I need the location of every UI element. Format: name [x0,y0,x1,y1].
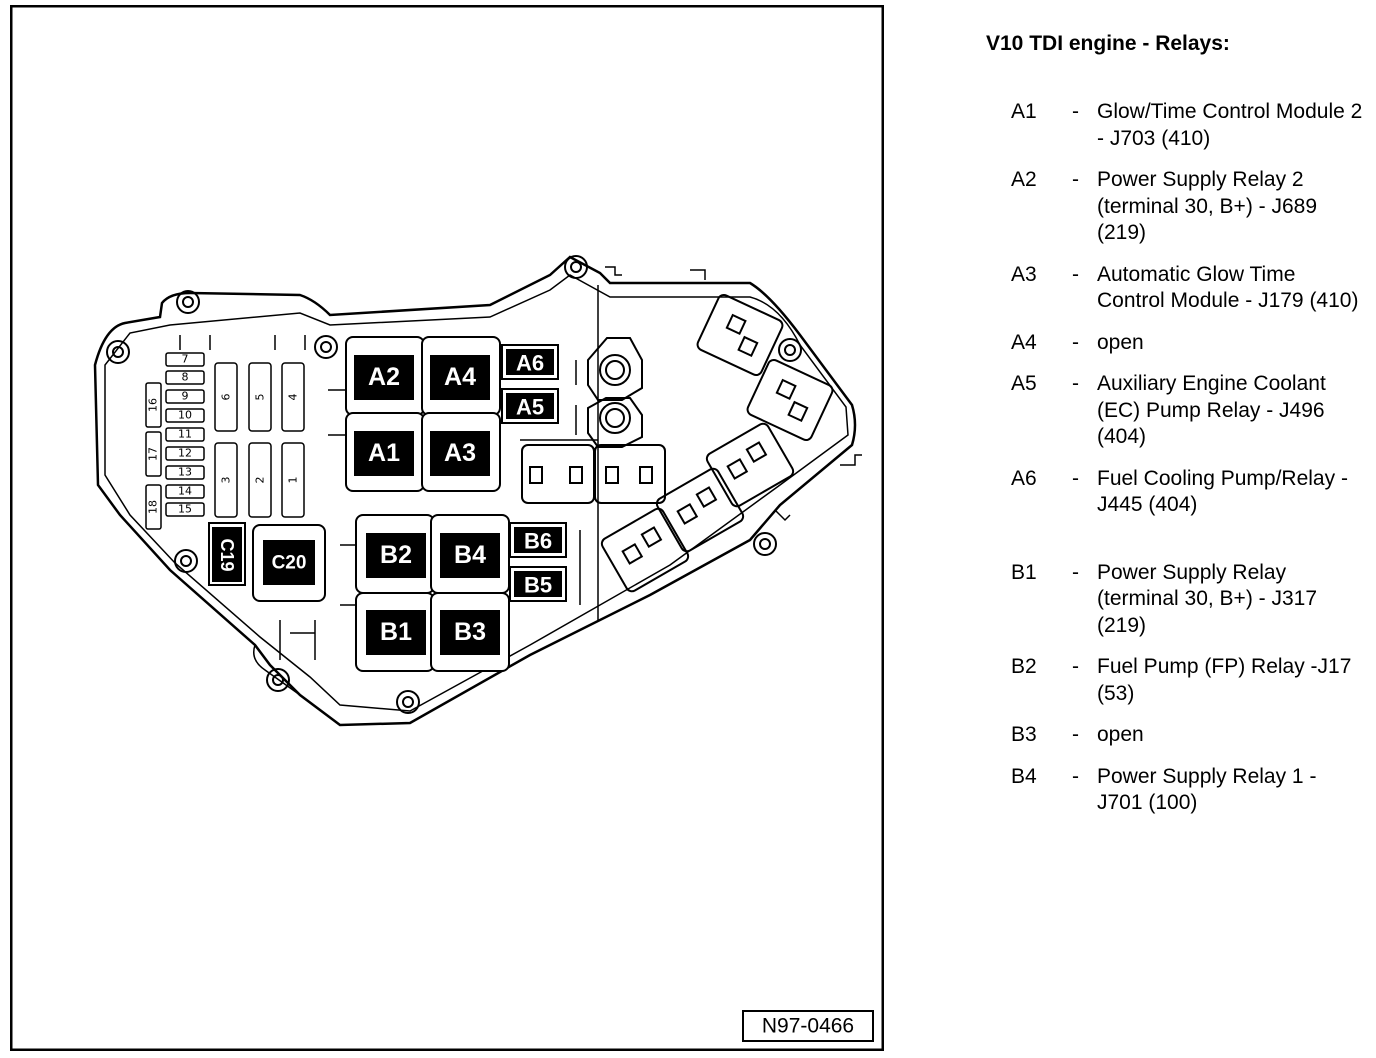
relay-b6-label: B6 [524,529,552,554]
relay-a2-label: A2 [368,363,400,391]
figure-number-box [742,1010,874,1042]
legend-dash: - [1072,168,1079,191]
legend-code: A2 [1011,168,1037,191]
legend-entry-a6: A6 - Fuel Cooling Pump/Relay - J445 (404… [986,466,1366,519]
legend-dash: - [1072,100,1079,123]
legend-entry-a2: A2 - Power Supply Relay 2 (terminal 30, … [986,167,1366,247]
legend-entry-b2: B2 - Fuel Pump (FP) Relay -J17 (53) [986,654,1366,707]
legend-code: A6 [1011,466,1037,490]
small-fuse-column [165,352,205,517]
relay-c20-label: C20 [272,553,307,574]
relay-a1-label: A1 [368,439,400,467]
legend-entry-a5: A5 - Auxiliary Engine Coolant (EC) Pump … [986,371,1366,451]
relay-a6-label: A6 [516,351,544,376]
fuse-18-label: 18 [147,500,160,514]
relay-label-boxes [212,355,500,655]
legend-description: Power Supply Relay 2 (terminal 30, B+) -… [1097,168,1318,244]
legend-code: B1 [1011,560,1037,584]
legend-description: Power Supply Relay 1 - J701 (100) [1097,764,1317,815]
legend-code: A3 [1011,262,1037,286]
fuse-14-label: 14 [178,485,192,498]
relay-small-boxes [208,344,567,602]
fuse-11-label: 11 [178,428,192,441]
fuse-7-label: 7 [182,353,189,366]
fuse-6-label: 6 [220,394,233,401]
relay-b5-label: B5 [524,573,552,598]
legend-description: Automatic Glow Time Control Module - J17… [1097,262,1359,313]
relay-legend: V10 TDI engine - Relays: A1 - Glow/Time … [986,32,1366,832]
legend-dash: - [1072,764,1079,788]
legend-entry-b3: B3 - open [986,722,1366,749]
legend-dash: - [1072,372,1079,395]
relay-b2-label: B2 [380,541,412,569]
relay-box-housing [93,255,862,727]
side-fuses [145,382,162,530]
fuse-13-label: 13 [178,466,192,479]
legend-entry-a1: A1 - Glow/Time Control Module 2 - J703 (… [986,99,1366,152]
legend-title: V10 TDI engine - Relays: [986,32,1230,55]
legend-code: B2 [1011,655,1037,678]
fuse-12-label: 12 [178,447,192,460]
fuse-3-label: 3 [220,477,233,484]
fuse-9-label: 9 [182,390,189,403]
fuse-17-label: 17 [147,447,160,461]
legend-dash: - [1072,466,1079,490]
fuse-16-label: 16 [147,398,160,412]
relay-panel-figure: 7 8 9 10 11 12 13 14 15 16 17 18 6 5 4 3… [10,5,884,1051]
legend-description: open [1097,330,1144,354]
legend-description: Fuel Pump (FP) Relay -J17 (53) [1097,655,1352,705]
legend-dash: - [1072,262,1079,286]
legend-code: A4 [1011,330,1037,354]
legend-entry-a3: A3 - Automatic Glow Time Control Module … [986,262,1366,315]
fuse-4-label: 4 [287,394,300,401]
mounting-bolts [106,255,802,714]
legend-code: B3 [1011,723,1037,746]
legend-description: Fuel Cooling Pump/Relay - J445 (404) [1097,466,1348,517]
legend-description: Auxiliary Engine Coolant (EC) Pump Relay… [1097,372,1326,448]
relay-a4-label: A4 [444,363,476,391]
upper-maxi-fuses [214,362,305,432]
legend-dash: - [1072,655,1079,678]
legend-entry-b1: B1 - Power Supply Relay (terminal 30, B+… [986,560,1366,640]
relay-a3-label: A3 [444,439,476,467]
relay-panel-diagram: 7 8 9 10 11 12 13 14 15 16 17 18 6 5 4 3… [10,5,884,1051]
relay-c19-label: C19 [217,538,237,571]
legend-code: A5 [1011,372,1037,395]
legend-description: Power Supply Relay (terminal 30, B+) - J… [1097,560,1318,637]
relay-b3-label: B3 [454,618,486,646]
fuse-10-label: 10 [178,409,192,422]
figure-number: N97-0466 [762,1015,854,1038]
legend-dash: - [1072,560,1079,584]
legend-dash: - [1072,723,1079,746]
relay-b4-label: B4 [454,541,486,569]
legend-code: A1 [1011,100,1037,123]
legend-code: B4 [1011,764,1037,788]
legend-description: Glow/Time Control Module 2 - J703 (410) [1097,100,1363,150]
fuse-5-label: 5 [254,394,267,401]
stud-terminals [587,337,643,448]
legend-dash: - [1072,330,1079,354]
relay-b1-label: B1 [380,618,412,646]
fuse-8-label: 8 [182,371,189,384]
fuse-1-label: 1 [287,477,300,484]
relay-a5-label: A5 [516,395,544,420]
figure-frame [10,5,884,1051]
legend-description: open [1097,723,1144,746]
legend-entry-a4: A4 - open [986,330,1366,357]
legend-entry-b4: B4 - Power Supply Relay 1 - J701 (100) [986,764,1366,817]
fuse-15-label: 15 [178,503,192,516]
lower-maxi-fuses [214,442,305,518]
harness-connectors [521,293,834,593]
fuse-2-label: 2 [254,477,267,484]
